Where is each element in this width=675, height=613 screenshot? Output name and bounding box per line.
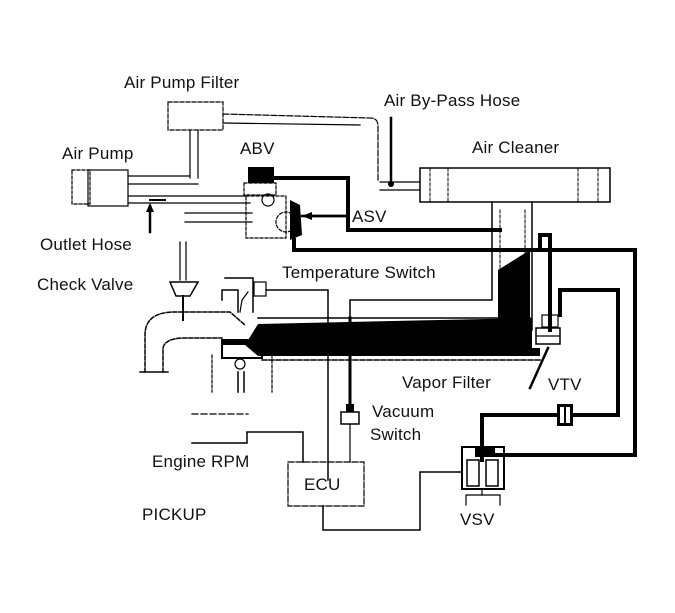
temperature-switch bbox=[224, 277, 352, 481]
label-air-cleaner: Air Cleaner bbox=[472, 138, 560, 157]
label-vacuum-switch-1: Vacuum bbox=[372, 402, 435, 421]
ecu-box bbox=[287, 461, 463, 531]
label-ecu: ECU bbox=[304, 475, 341, 494]
label-vtv: VTV bbox=[548, 375, 582, 394]
outlet-hose-pointer bbox=[146, 203, 154, 234]
label-air-bypass-hose: Air By-Pass Hose bbox=[384, 91, 521, 110]
air-pump bbox=[71, 169, 251, 207]
label-asv: ASV bbox=[352, 207, 387, 226]
vacuum-switch bbox=[340, 404, 360, 463]
label-check-valve: Check Valve bbox=[37, 275, 134, 294]
label-engine-rpm: Engine RPM bbox=[152, 452, 250, 471]
vtv-vsv-hoses bbox=[480, 248, 637, 462]
label-abv: ABV bbox=[240, 139, 275, 158]
engine-cylinder bbox=[139, 289, 273, 393]
label-vapor-filter: Vapor Filter bbox=[402, 373, 492, 392]
check-valve bbox=[168, 241, 200, 321]
vapor-filter bbox=[528, 314, 561, 390]
label-pickup: PICKUP bbox=[142, 505, 207, 524]
label-air-pump: Air Pump bbox=[62, 144, 134, 163]
label-outlet-hose: Outlet Hose bbox=[40, 235, 132, 254]
label-vacuum-switch-2: Switch bbox=[370, 425, 422, 444]
label-air-pump-filter: Air Pump Filter bbox=[124, 73, 240, 92]
air-bypass-hose-pointer bbox=[379, 116, 421, 191]
vsv-valve bbox=[461, 446, 505, 506]
intake-manifold bbox=[245, 317, 541, 361]
label-vsv: VSV bbox=[460, 510, 495, 529]
engine-rpm-signal bbox=[191, 413, 304, 463]
label-temperature-switch: Temperature Switch bbox=[282, 263, 436, 282]
air-pump-filter bbox=[167, 101, 379, 181]
abv-valve bbox=[243, 167, 502, 239]
